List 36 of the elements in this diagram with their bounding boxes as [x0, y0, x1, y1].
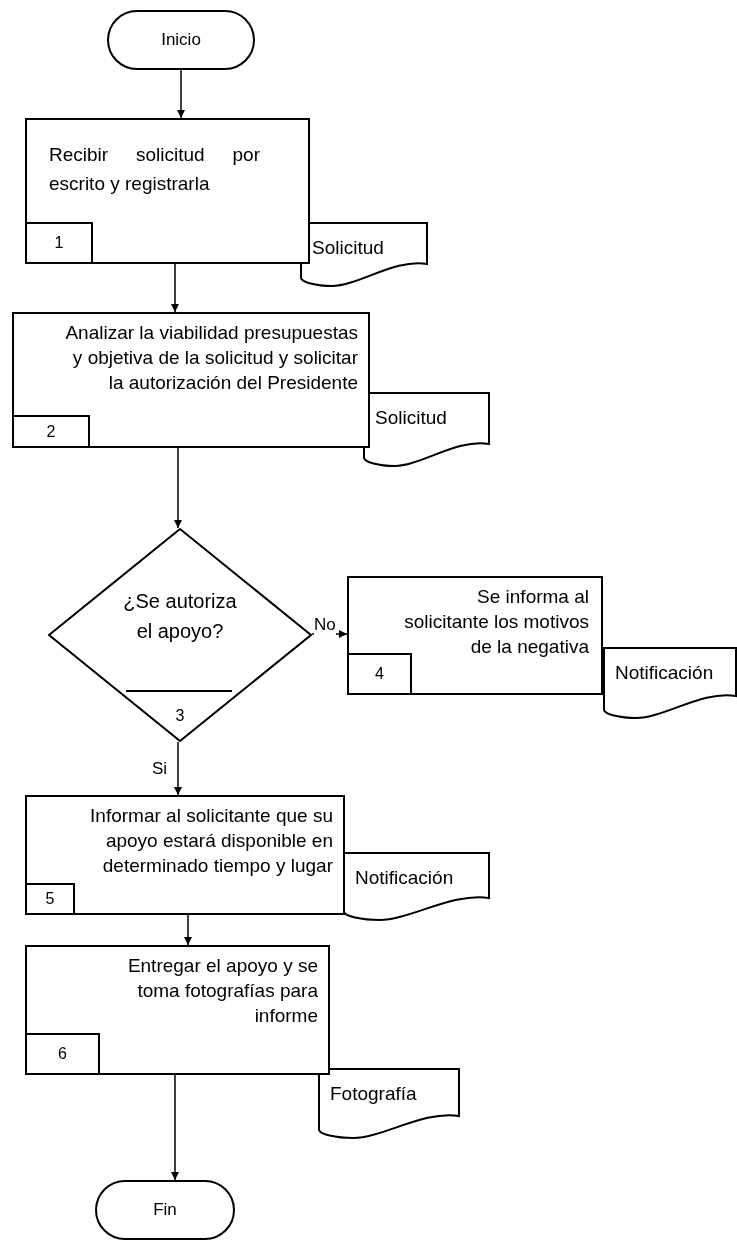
arrow — [177, 69, 185, 119]
step-number-box — [12, 415, 90, 448]
process-box — [25, 945, 330, 1075]
step-number: 2 — [46, 421, 56, 442]
document-label: Solicitud — [312, 236, 385, 260]
document-label: Notificación — [355, 866, 455, 890]
document-label: Fotografía — [330, 1082, 418, 1106]
process-box — [12, 312, 370, 448]
document-label: Notificación — [615, 661, 715, 685]
step-number: 6 — [58, 1044, 67, 1064]
terminal-label: Inicio — [161, 29, 201, 52]
decision-text: ¿Se autoriza el apoyo? — [122, 589, 238, 644]
step-number-box — [25, 1033, 100, 1075]
step-number-box — [25, 222, 93, 264]
decision-text: 3 — [175, 706, 185, 726]
step-number: 4 — [375, 664, 384, 684]
terminal-label: Fin — [153, 1199, 177, 1222]
arrow — [171, 1074, 179, 1181]
process-text: Recibir solicitud por escrito y registrarla — [49, 143, 260, 196]
process-text: Analizar la viabilidad presupuestas y objetiva de la solicitud y solicitar la autorización del Presidente — [64, 321, 358, 395]
process-box — [347, 576, 603, 695]
arrow — [174, 447, 182, 529]
step-number: 5 — [45, 889, 55, 909]
arrow — [171, 263, 179, 313]
terminal-shape — [95, 1180, 235, 1240]
step-number: 1 — [54, 233, 64, 253]
step-number-box — [347, 653, 412, 695]
terminal-shape — [107, 10, 255, 70]
document-label: Solicitud — [375, 406, 448, 430]
process-text: Se informa al solicitante los motivos de la negativa — [403, 585, 589, 659]
process-box — [25, 118, 310, 264]
arrow — [184, 914, 192, 946]
step-number-box — [25, 883, 75, 915]
arrow — [174, 741, 182, 796]
process-text: Entregar el apoyo y se toma fotografías para informe — [126, 954, 318, 1028]
process-text: Informar al solicitante que su apoyo estará disponible en determinado tiempo y lugar — [89, 804, 333, 878]
